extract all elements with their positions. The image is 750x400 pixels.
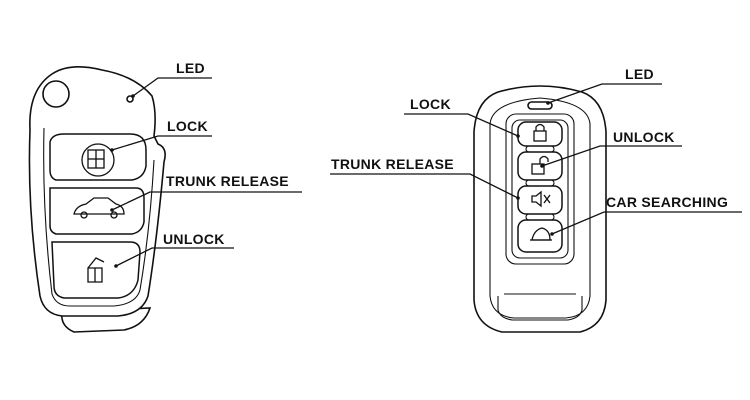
right-remote: LED LOCK UNLOCK TRUNK RELEASE CAR SEARCH…	[330, 66, 742, 333]
left-trunk-button[interactable]	[49, 187, 145, 235]
unlock-icon	[87, 257, 105, 283]
mute-icon	[531, 190, 551, 208]
left-unlock-button[interactable]	[51, 241, 141, 299]
right-button-panel	[505, 113, 575, 265]
car-search-icon	[530, 227, 552, 241]
right-remote-inner-edge	[489, 97, 591, 319]
right-label-car-searching: CAR SEARCHING	[606, 194, 728, 210]
right-label-led: LED	[625, 66, 654, 82]
right-label-trunk-release: TRUNK RELEASE	[331, 156, 454, 172]
right-label-lock: LOCK	[410, 96, 451, 112]
right-led-leader	[547, 83, 662, 104]
right-lock-leader	[404, 113, 519, 137]
right-label-unlock: UNLOCK	[613, 129, 675, 145]
left-label-led: LED	[176, 60, 205, 76]
left-led-dot	[126, 95, 134, 103]
left-label-trunk-release: TRUNK RELEASE	[166, 173, 289, 189]
left-keyring-hole	[42, 80, 70, 108]
right-trunk-button[interactable]	[517, 185, 563, 215]
right-trunk-leader	[330, 173, 519, 199]
left-lock-leader	[111, 135, 212, 151]
left-label-unlock: UNLOCK	[163, 231, 225, 247]
right-search-button[interactable]	[517, 219, 563, 253]
right-search-leader	[551, 211, 742, 235]
left-remote: LED LOCK TRUNK RELEASE UNLOCK	[28, 60, 302, 333]
left-led-leader	[132, 77, 212, 97]
left-remote-inner-edge	[43, 127, 155, 307]
right-lock-button[interactable]	[517, 121, 563, 147]
left-trunk-leader	[111, 191, 302, 211]
right-led-pill	[527, 101, 553, 110]
left-label-lock: LOCK	[167, 118, 208, 134]
left-unlock-leader	[115, 247, 234, 267]
left-lock-button[interactable]	[49, 133, 147, 181]
lock-icon	[81, 143, 115, 177]
right-remote-bottom-slot	[497, 296, 583, 321]
right-unlock-button[interactable]	[517, 151, 563, 181]
padlock-icon	[533, 123, 547, 142]
right-unlock-leader	[541, 145, 682, 167]
trunk-car-icon	[73, 197, 125, 219]
open-padlock-icon	[531, 155, 549, 175]
